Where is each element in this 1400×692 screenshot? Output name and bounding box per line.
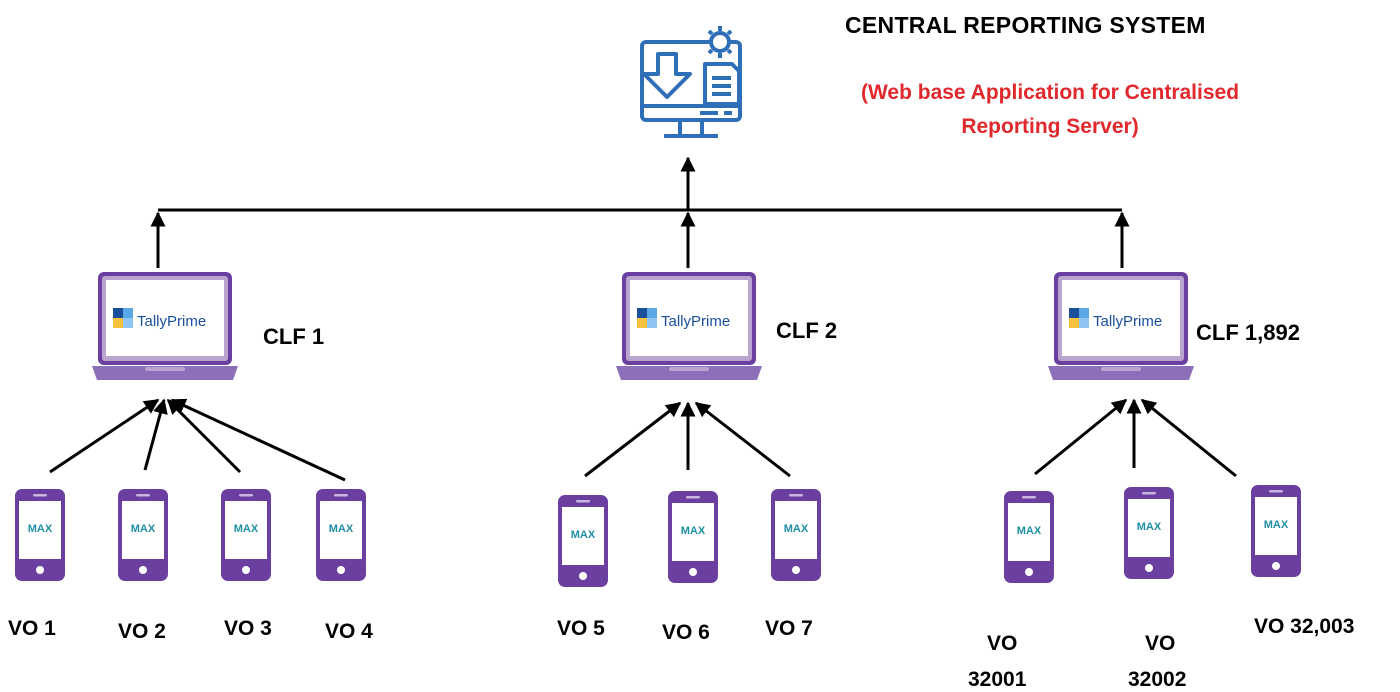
central-server-icon <box>640 26 742 138</box>
clf-laptop-3: TallyPrime <box>1048 272 1194 380</box>
vo-phone-4: MAX <box>316 489 366 581</box>
clf-label-2: CLF 2 <box>776 318 838 343</box>
vo-phone-10: MAX <box>1251 485 1301 577</box>
vo-label-3: VO 3 <box>224 617 272 640</box>
vo-label-10: VO 32,003 <box>1254 615 1355 638</box>
max-app-logo: MAX <box>329 523 354 535</box>
tally-label: TallyPrime <box>661 313 730 330</box>
subtitle-line-2: Reporting Server) <box>961 115 1139 138</box>
tally-label: TallyPrime <box>137 313 206 330</box>
clf-laptop-1: TallyPrime <box>92 272 238 380</box>
clf-label-1: CLF 1 <box>263 324 325 349</box>
vo-label-4: VO 4 <box>325 620 373 643</box>
subtitle-line-1: (Web base Application for Centralised <box>860 81 1240 104</box>
page-title: CENTRAL REPORTING SYSTEM <box>845 12 1206 38</box>
bus-lines <box>150 156 1130 268</box>
max-app-logo: MAX <box>234 523 259 535</box>
vo-label-8: VO <box>987 632 1018 655</box>
max-app-logo: MAX <box>571 529 596 541</box>
vo-phone-7: MAX <box>771 489 821 581</box>
max-app-logo: MAX <box>1137 521 1162 533</box>
page-subtitle: (Web base Application for Centralised Re… <box>800 76 1300 144</box>
vo-phone-6: MAX <box>668 491 718 583</box>
vo-label-1: VO 1 <box>8 617 56 640</box>
vo-number-partial-2: 32002 <box>1128 668 1187 691</box>
vo-phones: MAX MAX MAX MAX MAX MAX MAX MAX MAX MAX <box>15 485 1301 587</box>
max-app-logo: MAX <box>1017 525 1042 537</box>
vo-label-9: VO <box>1145 632 1176 655</box>
vo-phone-9: MAX <box>1124 487 1174 579</box>
vo-label-6: VO 6 <box>662 621 710 644</box>
clf-laptop-2: TallyPrime <box>616 272 762 380</box>
max-app-logo: MAX <box>681 525 706 537</box>
vo-phone-8: MAX <box>1004 491 1054 583</box>
vo-arrows <box>49 398 1237 482</box>
vo-phone-5: MAX <box>558 495 608 587</box>
vo-phone-2: MAX <box>118 489 168 581</box>
clf-label-3: CLF 1,892 <box>1196 320 1300 345</box>
vo-phone-3: MAX <box>221 489 271 581</box>
max-app-logo: MAX <box>131 523 156 535</box>
vo-phone-1: MAX <box>15 489 65 581</box>
max-app-logo: MAX <box>1264 519 1289 531</box>
vo-label-5: VO 5 <box>557 617 605 640</box>
max-app-logo: MAX <box>28 523 53 535</box>
vo-label-2: VO 2 <box>118 620 166 643</box>
vo-label-7: VO 7 <box>765 617 813 640</box>
max-app-logo: MAX <box>784 523 809 535</box>
tally-label: TallyPrime <box>1093 313 1162 330</box>
vo-number-partial-1: 32001 <box>968 668 1027 691</box>
